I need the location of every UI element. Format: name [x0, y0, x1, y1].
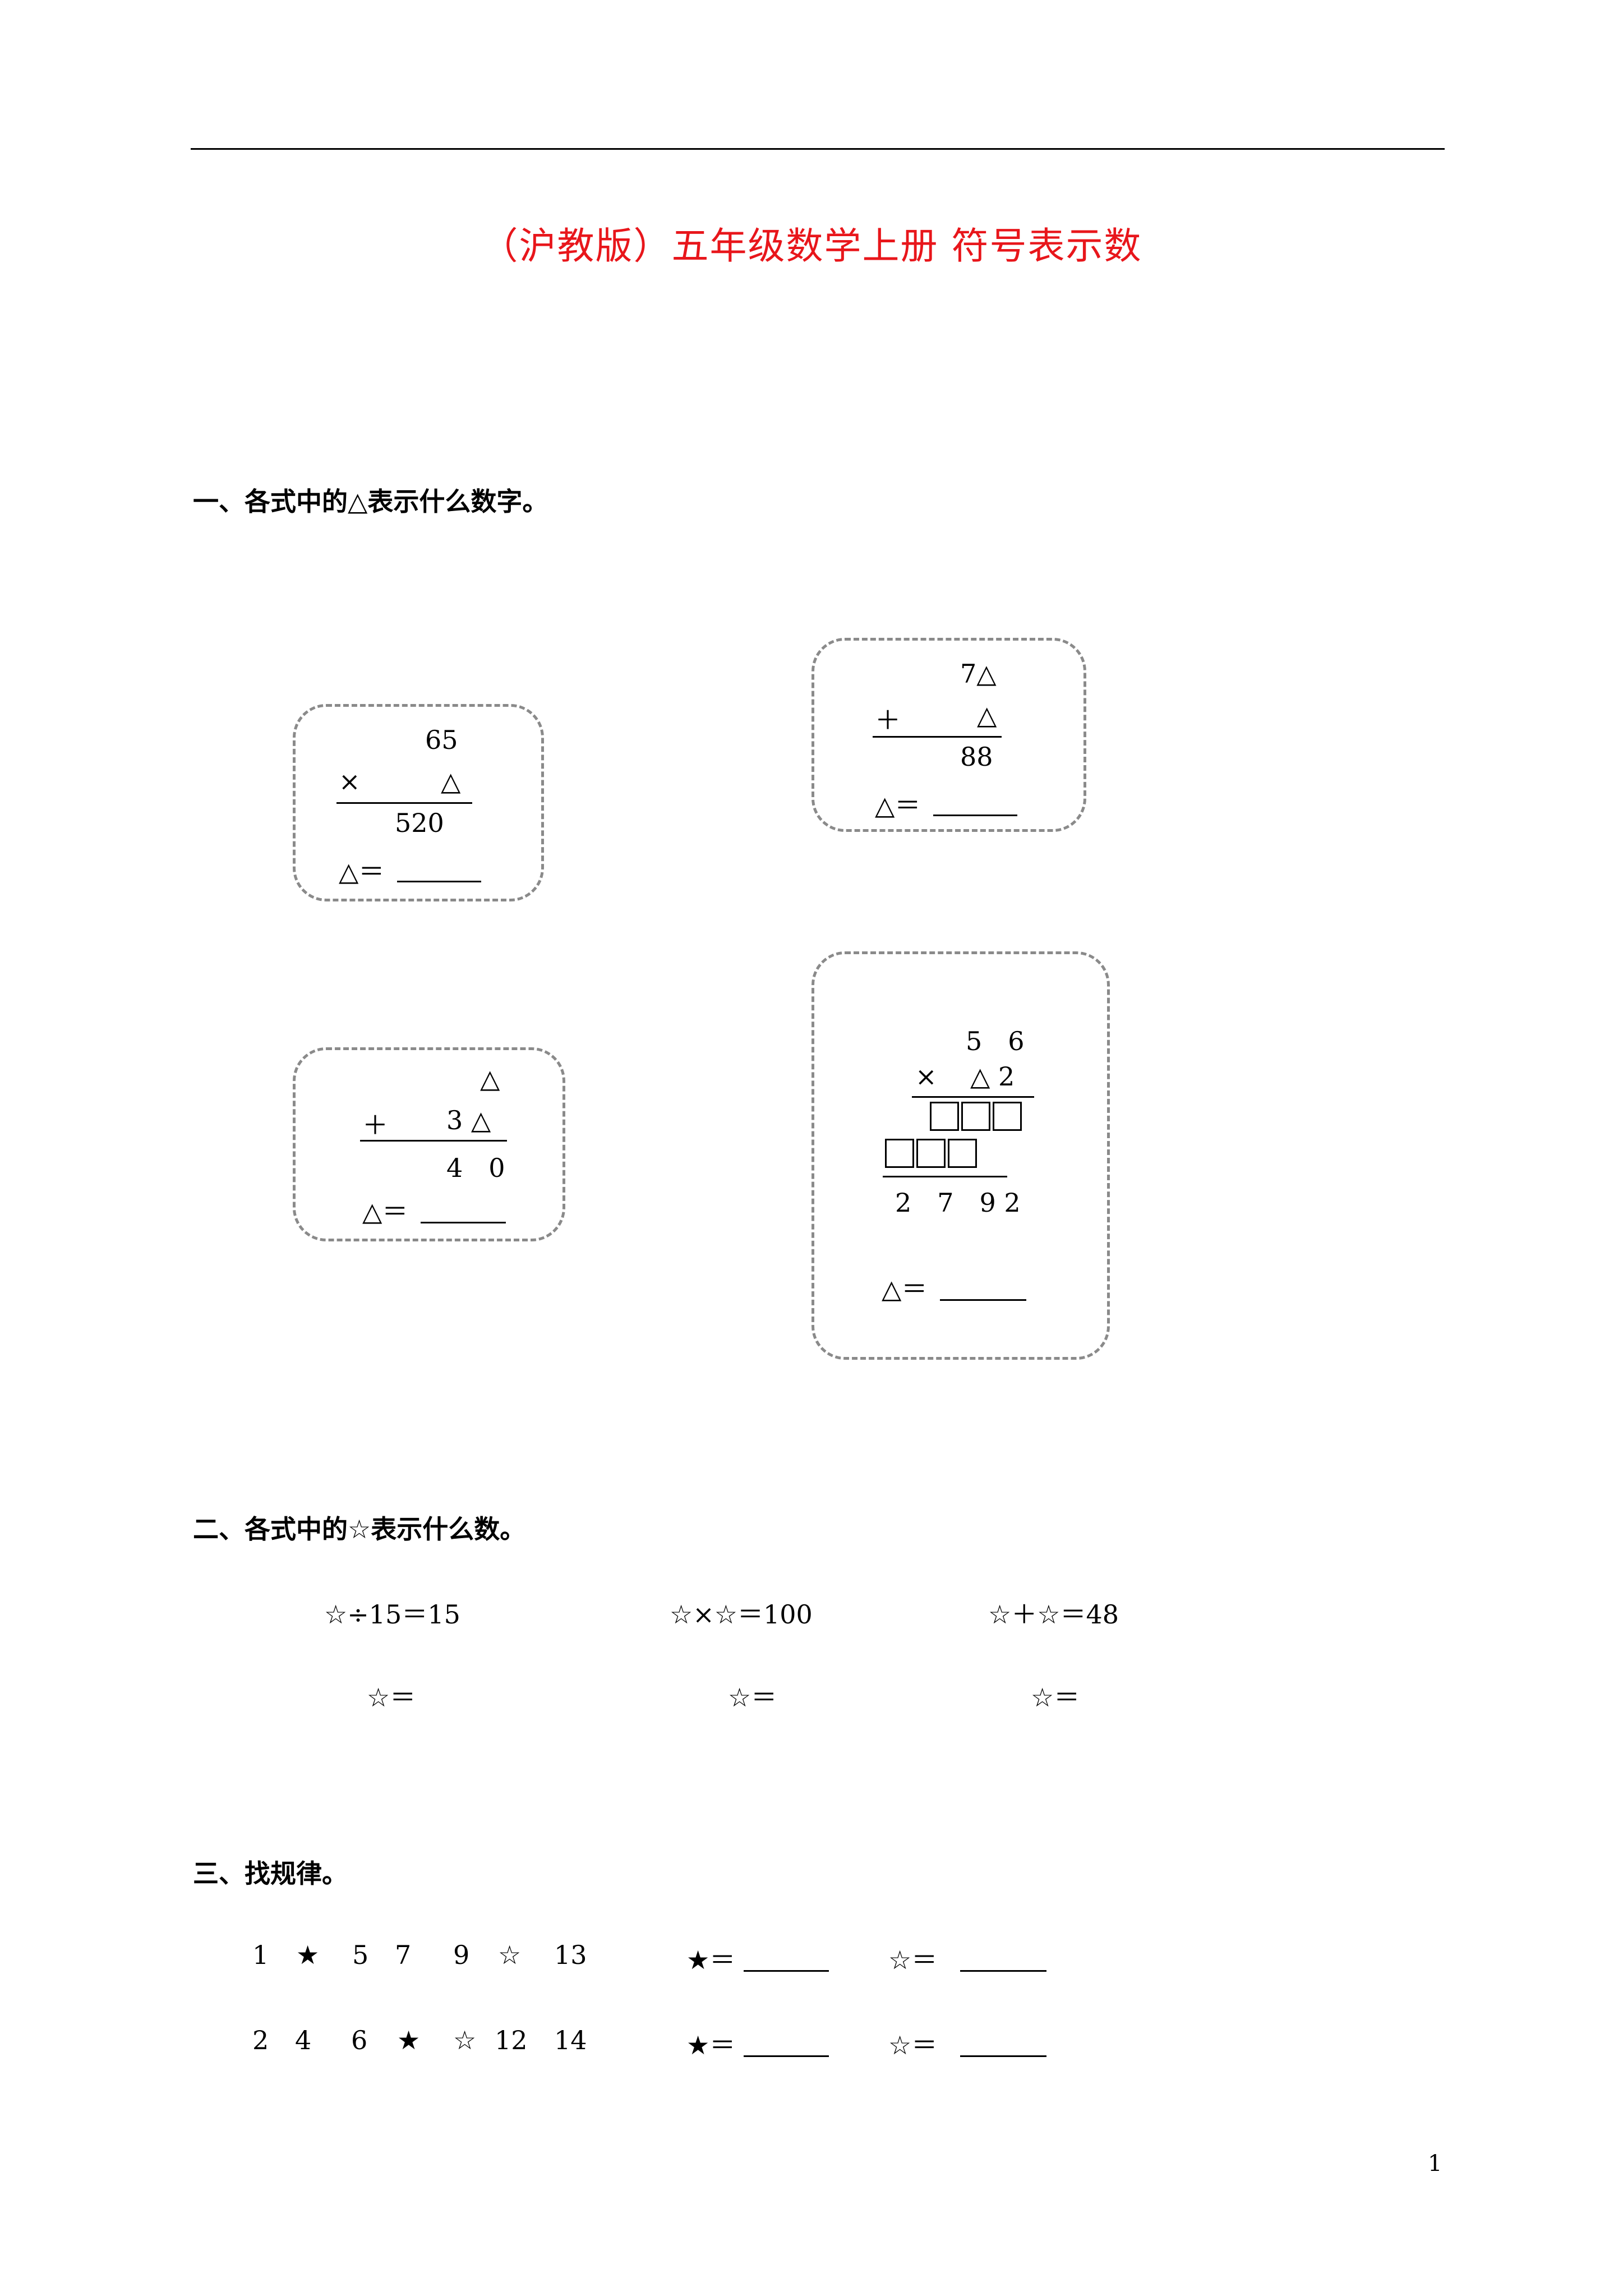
box-d-top: 5 6 — [966, 1026, 1025, 1056]
blank-square[interactable] — [993, 1102, 1022, 1131]
box-a-answer-label: △＝ — [339, 857, 385, 887]
black-star-answer-blank[interactable] — [744, 2055, 829, 2057]
box-a-answer-blank[interactable] — [397, 881, 481, 882]
box-d-operand: △ 2 — [970, 1061, 1015, 1092]
box-a-top: 65 — [425, 725, 458, 755]
sequence-term: 5 — [352, 1940, 369, 1970]
box-b-operand: △ — [977, 700, 997, 730]
sequence-term: 1 — [252, 1940, 269, 1970]
black-star-answer-label: ★＝ — [686, 1945, 736, 1975]
blank-square[interactable] — [885, 1139, 914, 1168]
problem-box-d — [811, 951, 1110, 1360]
equation-1: ☆÷15＝15 — [324, 1599, 460, 1630]
page-number: 1 — [1428, 2151, 1442, 2177]
box-b-answer-label: △＝ — [875, 790, 921, 821]
white-star-answer-blank[interactable] — [960, 2055, 1046, 2057]
problem-box-c — [293, 1047, 565, 1241]
sequence-term: 14 — [554, 2025, 587, 2055]
white-star-icon: ☆ — [498, 1940, 522, 1970]
equation-3: ☆＋☆＝48 — [988, 1599, 1119, 1630]
section3-heading: 三、找规律。 — [193, 1858, 348, 1889]
equation-2: ☆×☆＝100 — [670, 1599, 813, 1630]
box-c-top: △ — [480, 1064, 500, 1094]
answer-3[interactable]: ☆＝ — [1031, 1682, 1080, 1713]
box-c-operator: ＋ — [362, 1110, 388, 1140]
box-d-answer-label: △＝ — [882, 1274, 928, 1304]
answer-2[interactable]: ☆＝ — [728, 1682, 777, 1713]
blank-square[interactable] — [930, 1102, 959, 1131]
answer-1[interactable]: ☆＝ — [367, 1682, 416, 1713]
box-b-answer-blank[interactable] — [933, 815, 1017, 816]
box-b-operator: ＋ — [875, 705, 901, 735]
box-d-operator: × — [915, 1061, 937, 1092]
white-star-answer-blank[interactable] — [960, 1970, 1046, 1972]
box-c-operand: 3 △ — [446, 1105, 491, 1135]
box-c-answer-label: △＝ — [362, 1197, 408, 1227]
box-c-sum-line — [360, 1140, 507, 1142]
black-star-answer-label: ★＝ — [686, 2030, 736, 2060]
sequence-term: 2 — [252, 2025, 269, 2055]
sequence-term: 13 — [554, 1940, 587, 1970]
box-a-operand: △ — [441, 766, 461, 797]
sequence-term: 9 — [453, 1940, 470, 1970]
blank-square[interactable] — [916, 1139, 946, 1168]
sequence-term: 12 — [495, 2025, 528, 2055]
box-a-result: 520 — [395, 808, 444, 838]
box-b-sum-line — [873, 736, 1002, 738]
problem-box-b — [811, 638, 1086, 832]
box-d-sum-line — [883, 1176, 1007, 1177]
black-star-icon: ★ — [296, 1940, 320, 1970]
black-star-answer-blank[interactable] — [744, 1970, 829, 1972]
box-d-answer-blank[interactable] — [940, 1299, 1026, 1301]
box-a-sum-line — [336, 802, 472, 804]
white-star-answer-label: ☆＝ — [888, 2030, 938, 2060]
black-star-icon: ★ — [397, 2025, 421, 2055]
blank-square[interactable] — [948, 1139, 977, 1168]
problem-box-a — [293, 704, 544, 901]
box-d-product-line — [912, 1096, 1034, 1098]
box-c-result: 4 0 — [446, 1153, 505, 1183]
sequence-term: 4 — [295, 2025, 312, 2055]
box-b-top: 7△ — [960, 659, 997, 689]
white-star-answer-label: ☆＝ — [888, 1945, 938, 1975]
blank-square[interactable] — [961, 1102, 990, 1131]
sequence-term: 7 — [395, 1940, 412, 1970]
page-title: （沪教版）五年级数学上册 符号表示数 — [481, 224, 1142, 268]
box-a-operator: × — [339, 766, 361, 797]
box-c-answer-blank[interactable] — [421, 1222, 506, 1223]
sequence-term: 6 — [351, 2025, 368, 2055]
white-star-icon: ☆ — [453, 2025, 477, 2055]
header-rule — [191, 148, 1445, 150]
section2-heading: 二、各式中的☆表示什么数。 — [193, 1514, 526, 1544]
section1-heading: 一、各式中的△表示什么数字。 — [193, 486, 548, 517]
box-d-result: 2 7 9 2 — [895, 1188, 1021, 1218]
box-b-result: 88 — [960, 742, 993, 772]
